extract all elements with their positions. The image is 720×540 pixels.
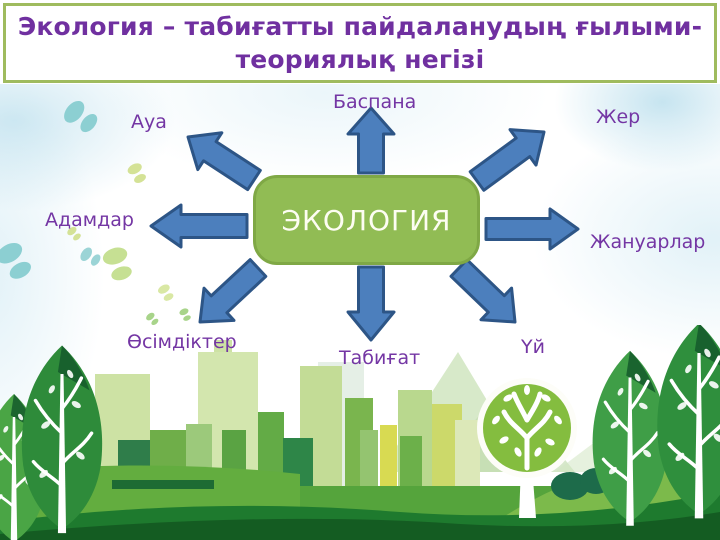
round-tree-icon (477, 378, 577, 518)
spoke-label-baspana: Баспана (333, 91, 417, 113)
diagram-center-box: ЭКОЛОГИЯ (253, 175, 480, 265)
spoke-label-aua: Ауа (131, 111, 167, 133)
eco-city-illustration (0, 325, 720, 540)
arrow-up (346, 106, 396, 175)
title-banner: Экология – табиғатты пайдаланудың ғылыми… (3, 3, 717, 83)
arrow-down-right (449, 258, 517, 324)
arrow-down-left (198, 258, 268, 324)
arrow-down (346, 265, 396, 342)
arrow-up-left (186, 131, 262, 192)
arrow-right (484, 207, 580, 251)
spoke-label-ui: Үй (521, 336, 545, 358)
spoke-label-tabigat: Табиғат (339, 347, 421, 369)
title-line-1: Экология – табиғатты пайдаланудың ғылыми… (17, 12, 703, 41)
spoke-label-osimdikter: Өсімдіктер (127, 331, 237, 353)
spoke-label-zher: Жер (596, 106, 641, 128)
diagram-center-label: ЭКОЛОГИЯ (281, 203, 452, 237)
title-line-2: теориялық негізі (235, 45, 485, 74)
spoke-label-adamdar: Адамдар (45, 209, 134, 231)
spoke-label-zhanuarlar: Жануарлар (590, 231, 706, 253)
arrow-left (149, 203, 249, 249)
arrow-up-right (468, 128, 546, 192)
